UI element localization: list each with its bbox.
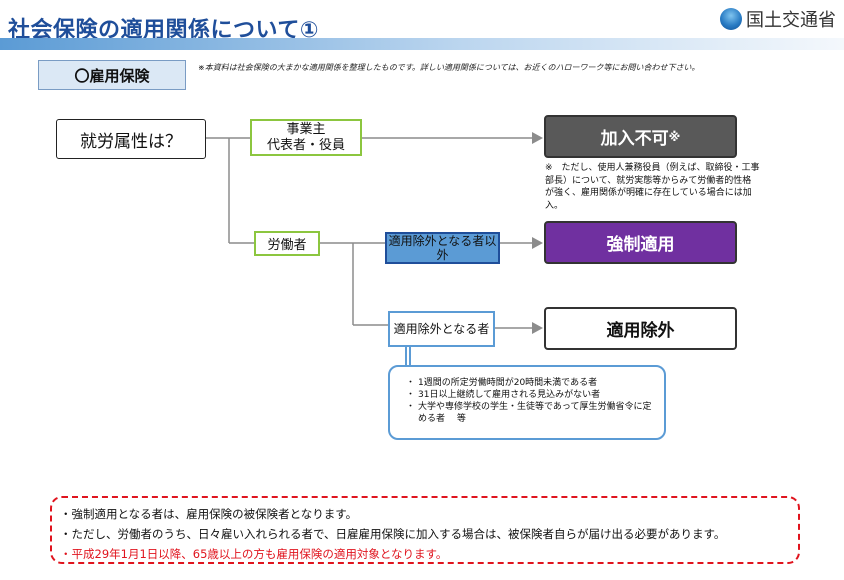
condition-text: 31日以上継続して雇用される見込みがない者 <box>418 390 601 400</box>
condition-text: 1週間の所定労働時間が20時間未満である者 <box>418 378 598 388</box>
question-box: 就労属性は？ <box>56 119 206 159</box>
summary-line: ・強制適用となる者は、雇用保険の被保険者となります。 <box>60 507 358 521</box>
non-excluded-box: 適用除外となる者以外 <box>385 232 500 264</box>
summary-line: ・ただし、労働者のうち、日々雇い入れられる者で、日雇雇用保険に加入する場合は、被… <box>60 527 726 541</box>
title-underline-band <box>0 38 844 50</box>
condition-text: 大学や専修学校の学生・生徒等であって厚生労働省令に定める者 等 <box>418 402 652 424</box>
result-mandatory: 強制適用 <box>544 221 737 264</box>
employer-box: 事業主 代表者・役員 <box>250 119 362 156</box>
condition-item: ・大学や専修学校の学生・生徒等であって厚生労働省令に定める者 等 <box>406 401 656 425</box>
result-not-eligible-label: 加入不可 <box>600 129 669 149</box>
arrowhead-not-eligible <box>532 132 543 144</box>
excluded-box: 適用除外となる者 <box>388 311 495 347</box>
result-exclusion: 適用除外 <box>544 307 737 350</box>
condition-item: ・1週間の所定労働時間が20時間未満である者 <box>406 377 656 389</box>
section-tag: 〇雇用保険 <box>38 60 186 90</box>
result-not-eligible: 加入不可※ <box>544 115 737 158</box>
result-not-eligible-mark: ※ <box>668 129 681 144</box>
mlit-logo-icon <box>720 8 742 30</box>
disclaimer-note: ※本資料は社会保険の大まかな適用関係を整理したものです。詳しい適用関係については… <box>198 63 700 72</box>
arrowhead-exclusion <box>532 322 543 334</box>
employer-label: 事業主 <box>286 121 326 137</box>
summary-line-highlight: ・平成29年1月1日以降、65歳以上の方も雇用保険の適用対象となります。 <box>60 547 448 561</box>
condition-bullet: ・ <box>406 402 416 412</box>
exclusion-conditions-box: ・1週間の所定労働時間が20時間未満である者 ・31日以上継続して雇用される見込… <box>388 365 666 440</box>
ministry-logo: 国土交通省 <box>720 6 836 32</box>
logo-text: 国土交通省 <box>746 10 836 31</box>
condition-bullet: ・ <box>406 378 416 388</box>
condition-bullet: ・ <box>406 390 416 400</box>
not-eligible-note: ※ ただし、使用人兼務役員（例えば、取締役・工事部長）について、就労実態等からみ… <box>545 163 760 211</box>
condition-item: ・31日以上継続して雇用される見込みがない者 <box>406 389 656 401</box>
executive-label: 代表者・役員 <box>266 137 345 153</box>
arrowhead-mandatory <box>532 237 543 249</box>
summary-notes: ・強制適用となる者は、雇用保険の被保険者となります。 ・ただし、労働者のうち、日… <box>50 496 800 564</box>
worker-box: 労働者 <box>254 231 320 256</box>
